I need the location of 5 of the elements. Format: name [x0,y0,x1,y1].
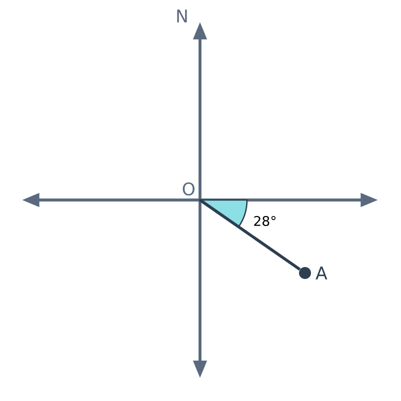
node-label: A [316,266,328,280]
angle-label: 28° [254,216,276,226]
origin-point: O [182,182,194,196]
compass-label: N [177,10,187,22]
line-segment [199,198,301,271]
